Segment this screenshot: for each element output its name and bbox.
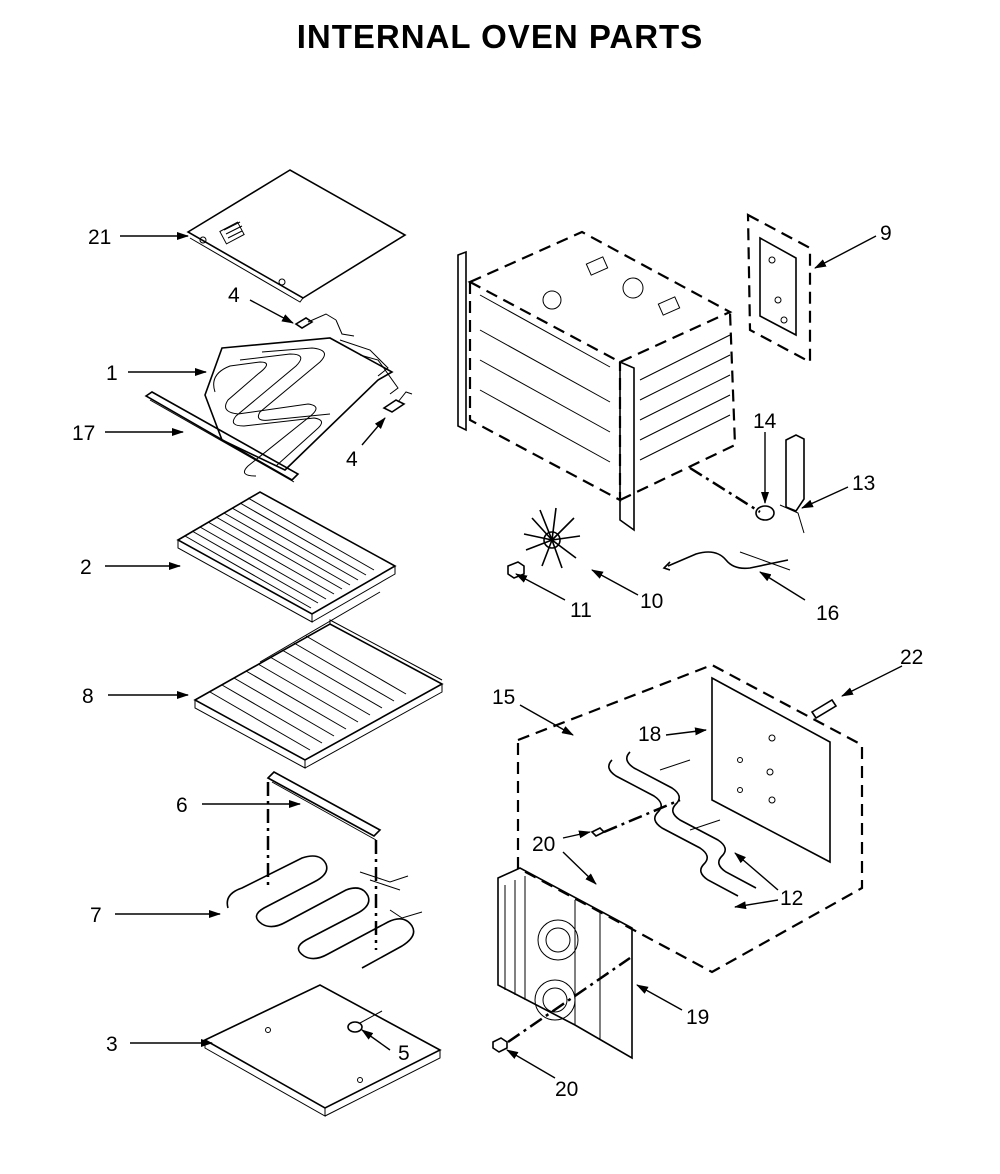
part-22-screw [810, 698, 838, 720]
part-16-meat-probe [662, 551, 791, 571]
callout-10: 10 [640, 590, 663, 613]
part-19-fan-housing [497, 867, 633, 1060]
callout-2: 2 [80, 556, 92, 579]
callout-18: 18 [638, 723, 661, 746]
callout-15: 15 [492, 686, 515, 709]
part-6-element-shield [266, 771, 382, 841]
part-1-broil-element [204, 337, 399, 477]
part-17-trim-strip [144, 391, 300, 483]
part-13-probe-jack [779, 434, 805, 534]
leader-lines [105, 232, 903, 1079]
part-7-bake-element [226, 855, 423, 969]
diagram-title: INTERNAL OVEN PARTS [296, 18, 704, 55]
callout-20-lower: 20 [555, 1078, 578, 1101]
part-11-fan-nut [507, 561, 525, 579]
callout-5: 5 [398, 1042, 410, 1065]
part-4-lower-terminal [382, 391, 413, 413]
oven-cavity [457, 230, 761, 532]
callout-11: 11 [570, 599, 592, 622]
part-4-upper-terminal [294, 313, 355, 337]
callout-9: 9 [880, 222, 892, 245]
callout-labels: 21 4 1 17 4 2 8 6 7 3 5 9 14 13 11 10 16… [72, 222, 923, 1101]
callout-4-lower: 4 [346, 448, 358, 471]
part-9-mounting-bracket [746, 213, 812, 364]
part-20-lower-screw [492, 956, 631, 1053]
callout-17: 17 [72, 422, 95, 445]
callout-16: 16 [816, 602, 839, 625]
part-18-convection-plate [711, 676, 831, 864]
callout-4-upper: 4 [228, 284, 240, 307]
callout-14: 14 [753, 410, 777, 433]
callout-12: 12 [780, 887, 803, 910]
part-8-sliding-rack [193, 591, 444, 769]
part-21-top-panel [186, 169, 407, 303]
part-20-upper-screw [590, 798, 681, 837]
callout-21: 21 [88, 226, 111, 249]
part-10-convection-fan [523, 507, 581, 569]
part-15-convection-assembly [516, 663, 864, 974]
callout-19: 19 [686, 1006, 709, 1029]
part-12-convection-element [608, 751, 757, 897]
part-14-nut [755, 505, 775, 521]
callout-7: 7 [90, 904, 102, 927]
callout-1: 1 [106, 362, 118, 385]
callout-13: 13 [852, 472, 875, 495]
callout-20-upper: 20 [532, 833, 555, 856]
callout-22: 22 [900, 646, 923, 669]
part-2-oven-rack [176, 491, 397, 623]
callout-8: 8 [82, 685, 94, 708]
callout-6: 6 [176, 794, 188, 817]
part-5-bolt [347, 1010, 383, 1033]
callout-3: 3 [106, 1033, 118, 1056]
